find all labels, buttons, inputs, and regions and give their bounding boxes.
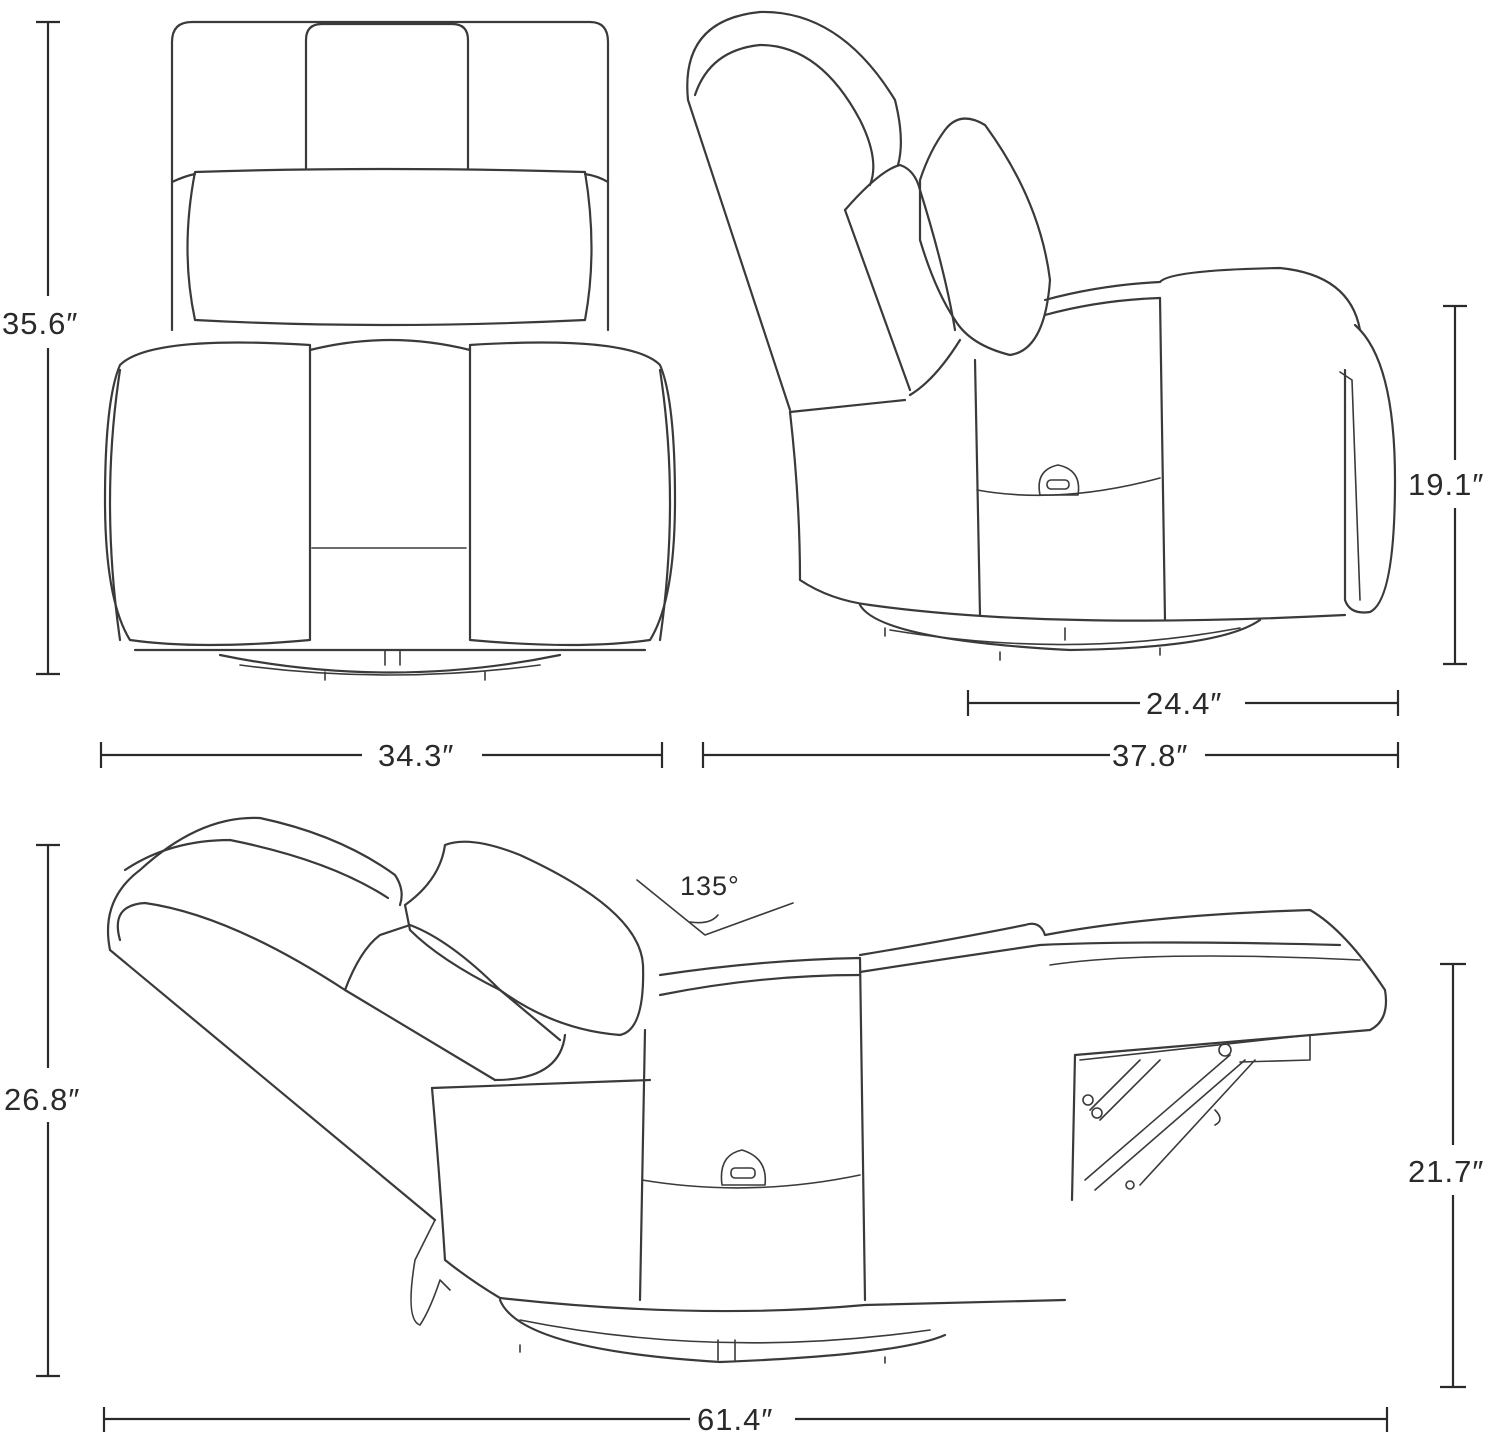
recline-angle-label: 135°	[680, 871, 740, 901]
reclined-length-label: 61.4″	[697, 1402, 773, 1437]
front-height-dimension: 35.6″	[2, 20, 78, 676]
front-width-dimension: 34.3″	[99, 738, 664, 773]
reclined-footrest-height-label: 21.7″	[1408, 1154, 1484, 1189]
side-seat-depth-label: 24.4″	[1146, 686, 1222, 721]
side-height-dimension: 19.1″	[1408, 304, 1484, 666]
front-width-label: 34.3″	[378, 738, 454, 773]
front-view-chair	[103, 20, 677, 681]
side-depth-dimension: 37.8″	[701, 738, 1400, 773]
reclined-height-dimension: 26.8″	[4, 843, 80, 1378]
front-height-label: 35.6″	[2, 306, 78, 341]
side-seat-depth-dimension: 24.4″	[966, 686, 1400, 721]
reclined-length-dimension: 61.4″	[102, 1402, 1389, 1437]
side-depth-label: 37.8″	[1112, 738, 1188, 773]
reclined-footrest-height-dimension: 21.7″	[1408, 962, 1484, 1389]
side-view-chair	[686, 10, 1397, 661]
reclined-height-label: 26.8″	[4, 1082, 80, 1117]
reclined-view-chair: 135°	[106, 816, 1388, 1364]
side-height-label: 19.1″	[1408, 467, 1484, 502]
